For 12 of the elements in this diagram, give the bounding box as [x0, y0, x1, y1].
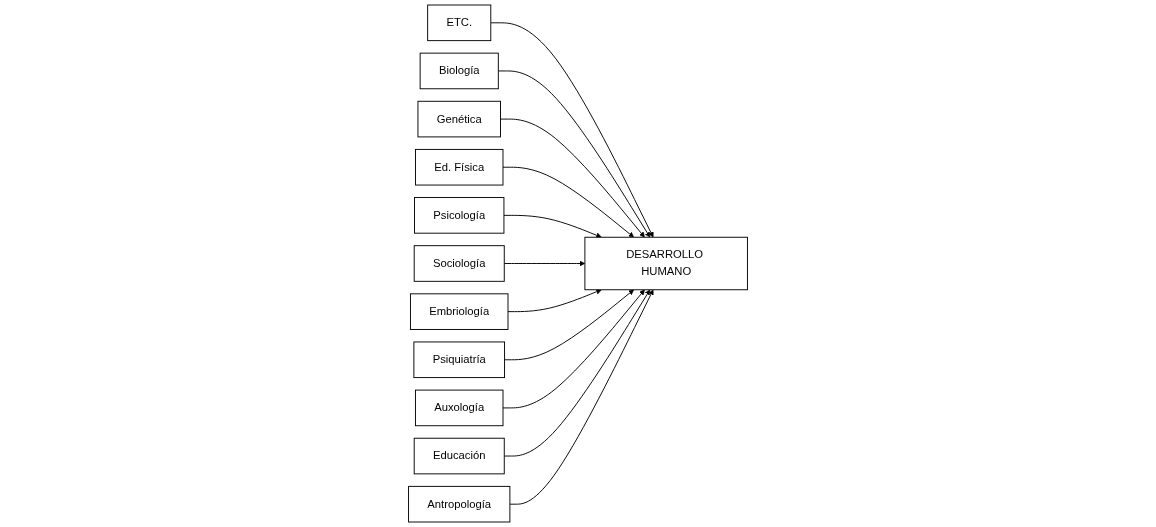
node-box: Ed. Física — [414, 148, 504, 186]
node-box: Genética — [417, 100, 501, 138]
node-box: Educación — [413, 437, 505, 475]
node-box: Psicología — [414, 197, 505, 234]
node-box: Sociología — [413, 245, 505, 282]
node-box: Antropología — [408, 485, 511, 523]
node-box: ETC. — [427, 4, 492, 42]
node-box: DESARROLLO HUMANO — [584, 236, 748, 291]
node-box: Biología — [419, 52, 499, 90]
node-box: Auxología — [414, 389, 504, 427]
node-box: Psiquiatría — [413, 341, 506, 379]
node-box: Embriología — [409, 293, 509, 330]
